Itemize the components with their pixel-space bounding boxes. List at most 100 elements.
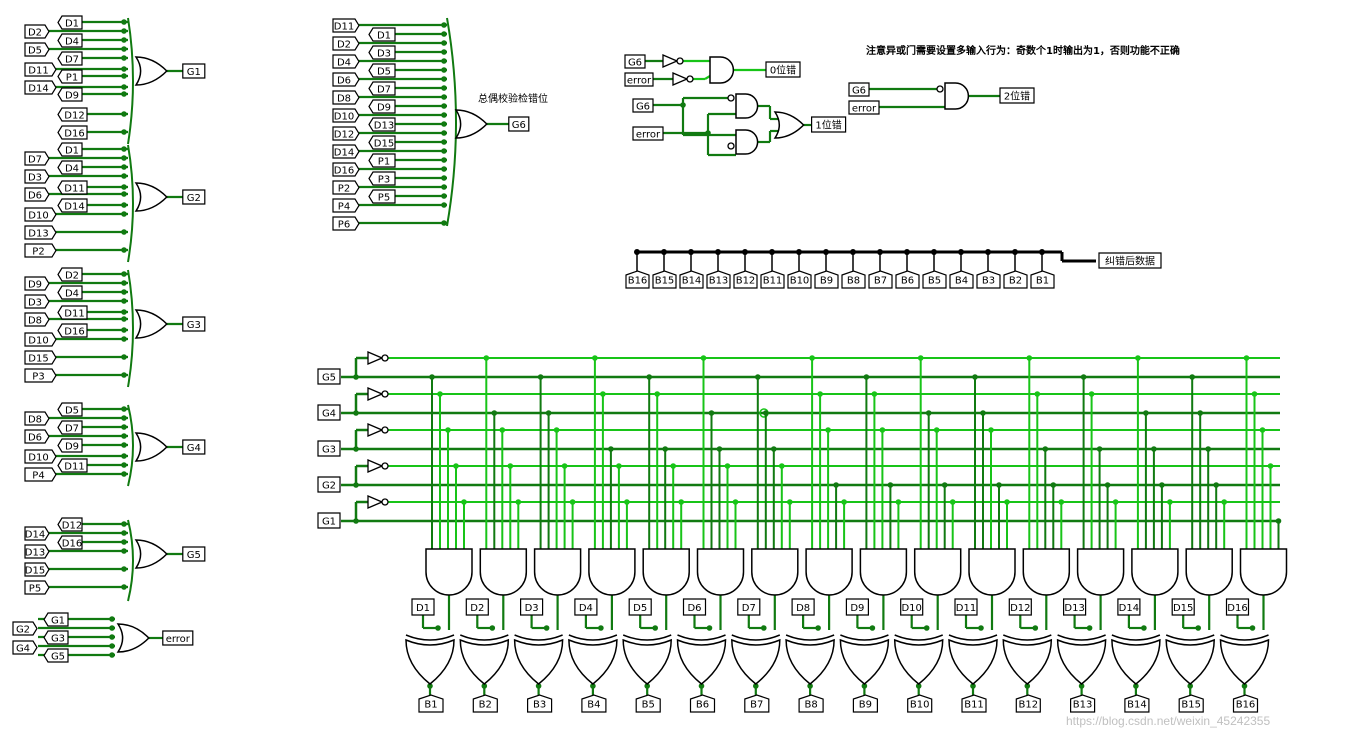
dout-10-label: B10 — [910, 700, 930, 711]
wire-joint — [654, 391, 660, 397]
err-in-r1-label: G3 — [51, 634, 65, 645]
dout-9: B9 — [852, 694, 878, 713]
bus-out-13-label: B3 — [982, 276, 995, 287]
wire-joint — [1143, 410, 1149, 416]
pin-3-r2-0: D11 — [57, 458, 88, 473]
bus-out-7-label: B9 — [820, 276, 833, 287]
dout-15-box — [1178, 694, 1204, 713]
g6-r-1: D3 — [368, 45, 396, 60]
wire-joint — [1135, 355, 1141, 361]
out-g5-label: G5 — [187, 550, 201, 561]
wire-joint — [996, 482, 1002, 488]
wire-joint — [755, 374, 761, 380]
xor-12-back — [1003, 634, 1052, 641]
din-11: D11 — [954, 598, 978, 616]
pin-0-r2-1: D16 — [57, 125, 88, 140]
pin-0-l2-1-box — [24, 80, 57, 95]
wire-joint — [1205, 446, 1211, 452]
wire-joint — [569, 499, 576, 505]
g6-l-0-label: D11 — [334, 22, 354, 33]
out-1err-label: 1位错 — [815, 119, 841, 132]
wire-joint — [515, 499, 522, 505]
dout-11: B11 — [961, 694, 987, 713]
wire-joint — [121, 406, 127, 412]
wire-joint — [1042, 446, 1049, 452]
pin-4-r-0-label: D12 — [62, 521, 82, 532]
wire-joint — [121, 566, 127, 572]
pin-2-r-1-label: D4 — [65, 289, 79, 300]
xor-2-back — [460, 634, 509, 641]
pin-2-l2-1-box — [24, 350, 57, 365]
bus-caption: 纠错后数据 — [1098, 252, 1162, 269]
pin-0-r2-1-box — [57, 125, 88, 140]
wire-joint — [483, 355, 490, 361]
pin-0-r-4-box — [57, 87, 83, 102]
dout-7-box — [744, 694, 770, 713]
wire-joint — [869, 625, 876, 631]
wire-joint — [441, 166, 447, 172]
wire-joint — [121, 55, 127, 61]
decoder-and-6 — [696, 548, 745, 596]
g6-l-5-label: D10 — [334, 112, 354, 123]
watermark: https://blog.csdn.net/weixin_45242355 — [1066, 714, 1271, 728]
g6-r-1-label: D3 — [377, 49, 391, 60]
dout-15-label: B15 — [1181, 700, 1201, 711]
wire-joint — [771, 446, 777, 452]
pin-3-l2-1-label: P4 — [32, 471, 44, 482]
pin-0-r2-0-box — [57, 107, 88, 122]
dout-14-box — [1124, 694, 1150, 713]
wire-joint — [1249, 625, 1256, 631]
err-in-r2-box — [43, 648, 69, 663]
pin-3-l-1: D6 — [24, 429, 50, 444]
g6-l-4-label: D8 — [337, 94, 351, 105]
din-14-box — [1117, 598, 1141, 616]
bus-out-6: B10 — [787, 270, 812, 289]
and-0err — [709, 56, 735, 84]
wire-joint — [779, 463, 785, 469]
pin-2-l-1-box — [24, 294, 50, 309]
bus-out-14-label: B2 — [1009, 276, 1022, 287]
pin-1-r2-0-label: D11 — [64, 184, 84, 195]
wire-joint — [917, 355, 924, 361]
xor-11 — [948, 638, 998, 685]
din-4-label: D4 — [579, 603, 593, 614]
pin-4-l-2-label: D15 — [25, 566, 45, 577]
din-1: D1 — [411, 598, 435, 616]
pin-2-r2-0: D11 — [57, 305, 88, 320]
din-2-label: D2 — [470, 603, 484, 614]
pin-4-l-3-label: P5 — [29, 584, 41, 595]
z-in-g6-label: G6 — [628, 58, 642, 69]
g6-l-7: D14 — [332, 144, 360, 159]
pin-4-l-0-label: D14 — [25, 530, 45, 541]
out-2err: 2位错 — [999, 87, 1035, 104]
out-g3-box — [182, 316, 206, 332]
g6-r-7: P1 — [368, 153, 396, 168]
pin-1-l-1: D3 — [24, 169, 50, 184]
wire-joint — [121, 229, 127, 235]
wire-joint — [1086, 625, 1093, 631]
wire-joint — [949, 499, 956, 505]
bus-out-7: B9 — [814, 270, 839, 289]
pin-2-r2-1-box — [57, 323, 88, 338]
pin-1-r-0-box — [57, 142, 83, 157]
and-1a — [735, 93, 759, 119]
xor-16-back — [1220, 634, 1269, 641]
dout-8-box — [798, 694, 824, 713]
din-1-box — [411, 598, 435, 616]
or-gate-g1 — [134, 56, 168, 86]
dout-14: B14 — [1124, 694, 1150, 713]
wire-joint — [353, 518, 359, 524]
din-8: D8 — [791, 598, 815, 616]
xor-9-back — [840, 634, 889, 641]
pin-1-r2-1-label: D14 — [64, 202, 84, 213]
wire-joint — [109, 625, 115, 631]
pin-0-r-2-box — [57, 51, 83, 66]
wire-joint — [441, 49, 447, 55]
dout-11-label: B11 — [964, 700, 984, 711]
wire-joint — [1004, 499, 1010, 505]
g6-l-11: P6 — [332, 216, 360, 231]
err-in-r1-box — [43, 630, 69, 645]
g6-l-9-box — [332, 180, 360, 195]
wire-joint — [670, 463, 676, 469]
pin-0-l-0: D2 — [24, 24, 50, 39]
